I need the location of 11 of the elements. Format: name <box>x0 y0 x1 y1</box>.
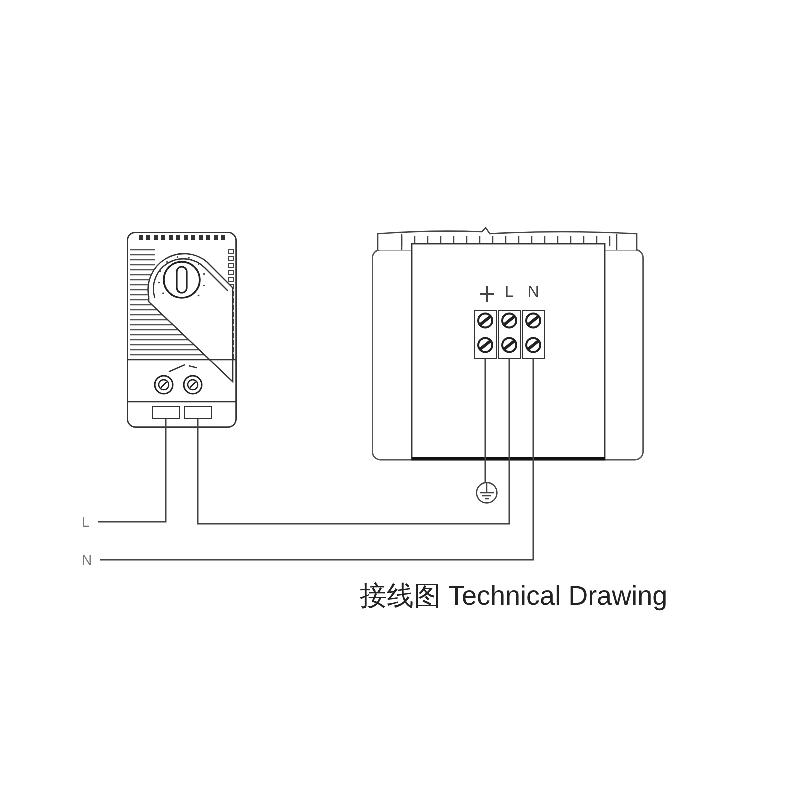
terminal-label: L <box>504 284 515 302</box>
wire <box>98 419 167 523</box>
terminal-block <box>152 406 180 419</box>
caption: 接线图 Technical Drawing <box>360 580 668 613</box>
wire <box>100 359 534 561</box>
terminal-block <box>184 406 212 419</box>
terminal-label: N <box>526 284 540 302</box>
wire-label: N <box>82 552 92 568</box>
wire <box>197 359 510 525</box>
wire <box>484 359 486 482</box>
wire-label: L <box>82 514 90 530</box>
